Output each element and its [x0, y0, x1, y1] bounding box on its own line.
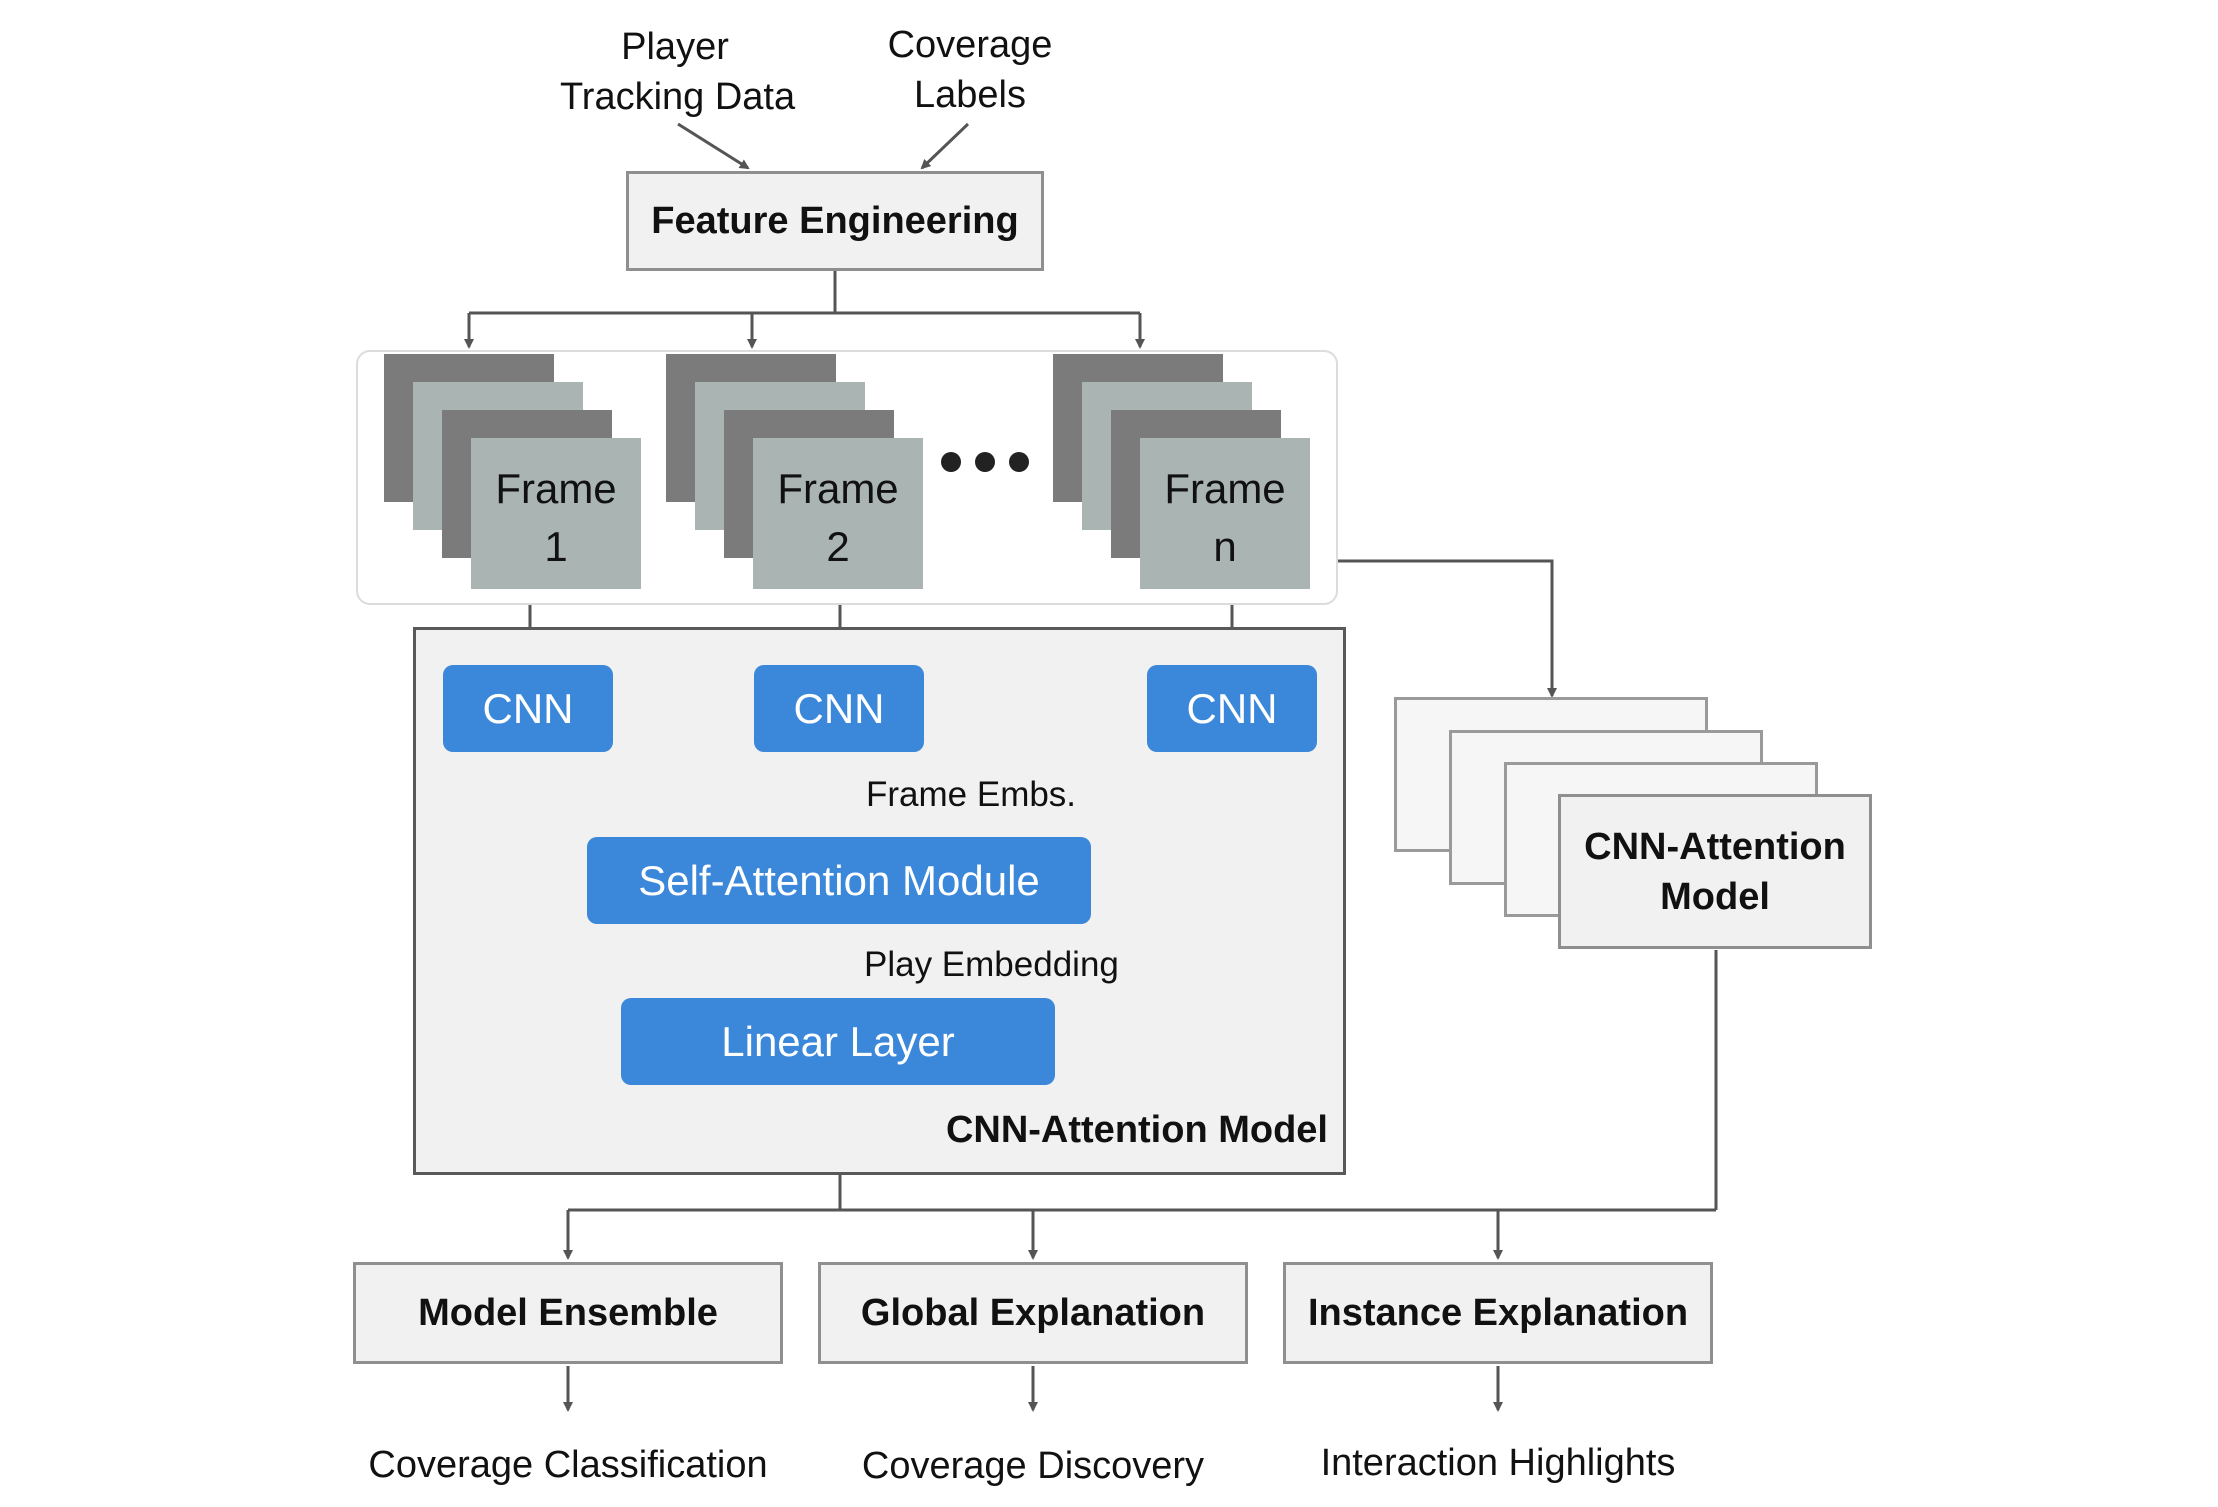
cnn-block-2: CNN — [754, 665, 924, 752]
frame-embs-label: Frame Embs. — [866, 775, 1077, 814]
linear-layer: Linear Layer — [621, 998, 1055, 1085]
cnn-block-1-label: CNN — [482, 684, 574, 732]
frame2-label: Frame — [777, 465, 899, 512]
model-ensemble-label: Model Ensemble — [418, 1292, 718, 1334]
tracking-line1: Player — [621, 26, 729, 68]
ellipsis-dot — [1009, 452, 1029, 472]
frame2-card: Frame 2 — [753, 438, 923, 589]
feature-engineering-text: Feature Engineering — [651, 200, 1019, 242]
model-ensemble-box: Model Ensemble — [353, 1262, 783, 1364]
feature-engineering-box: Feature Engineering — [626, 171, 1044, 271]
coverage-classification-label: Coverage Classification — [368, 1444, 768, 1486]
tracking-line2: Tracking Data — [560, 76, 796, 118]
ellipsis-dot — [941, 452, 961, 472]
instance-explanation-label: Instance Explanation — [1307, 1292, 1689, 1334]
stacked-model-line1: CNN-Attention — [1584, 825, 1846, 868]
framen-index: n — [1213, 523, 1237, 570]
coverage-labels-label: Coverage Labels — [870, 20, 1070, 120]
global-explanation-label: Global Explanation — [860, 1292, 1206, 1334]
self-attention-module: Self-Attention Module — [587, 837, 1091, 924]
stacked-model-line2: Model — [1660, 875, 1770, 918]
frame1-label: Frame — [495, 465, 617, 512]
labels-line2: Labels — [914, 74, 1026, 116]
frame2-index: 2 — [826, 523, 850, 570]
frame1-index: 1 — [544, 523, 568, 570]
cnn-block-n: CNN — [1147, 665, 1317, 752]
global-explanation-box: Global Explanation — [818, 1262, 1248, 1364]
cnn-block-n-label: CNN — [1186, 684, 1278, 732]
instance-explanation-box: Instance Explanation — [1283, 1262, 1713, 1364]
cnn-block-2-label: CNN — [793, 684, 885, 732]
stacked-cnn-attention-model: CNN-Attention Model — [1558, 794, 1872, 949]
cnn-block-1: CNN — [443, 665, 613, 752]
play-embedding-label: Play Embedding — [864, 945, 1119, 984]
ellipsis-dot — [975, 452, 995, 472]
framen-label: Frame — [1164, 465, 1286, 512]
self-attention-label: Self-Attention Module — [638, 856, 1040, 904]
framen-card: Frame n — [1140, 438, 1310, 589]
coverage-discovery-label: Coverage Discovery — [861, 1445, 1205, 1487]
linear-layer-label: Linear Layer — [721, 1017, 955, 1065]
labels-line1: Coverage — [887, 24, 1053, 66]
frame1-card: Frame 1 — [471, 438, 641, 589]
cnn-attention-model-title: CNN-Attention Model — [945, 1109, 1328, 1151]
player-tracking-data-label: Player Tracking Data — [560, 22, 796, 122]
interaction-highlights-label: Interaction Highlights — [1320, 1442, 1676, 1484]
